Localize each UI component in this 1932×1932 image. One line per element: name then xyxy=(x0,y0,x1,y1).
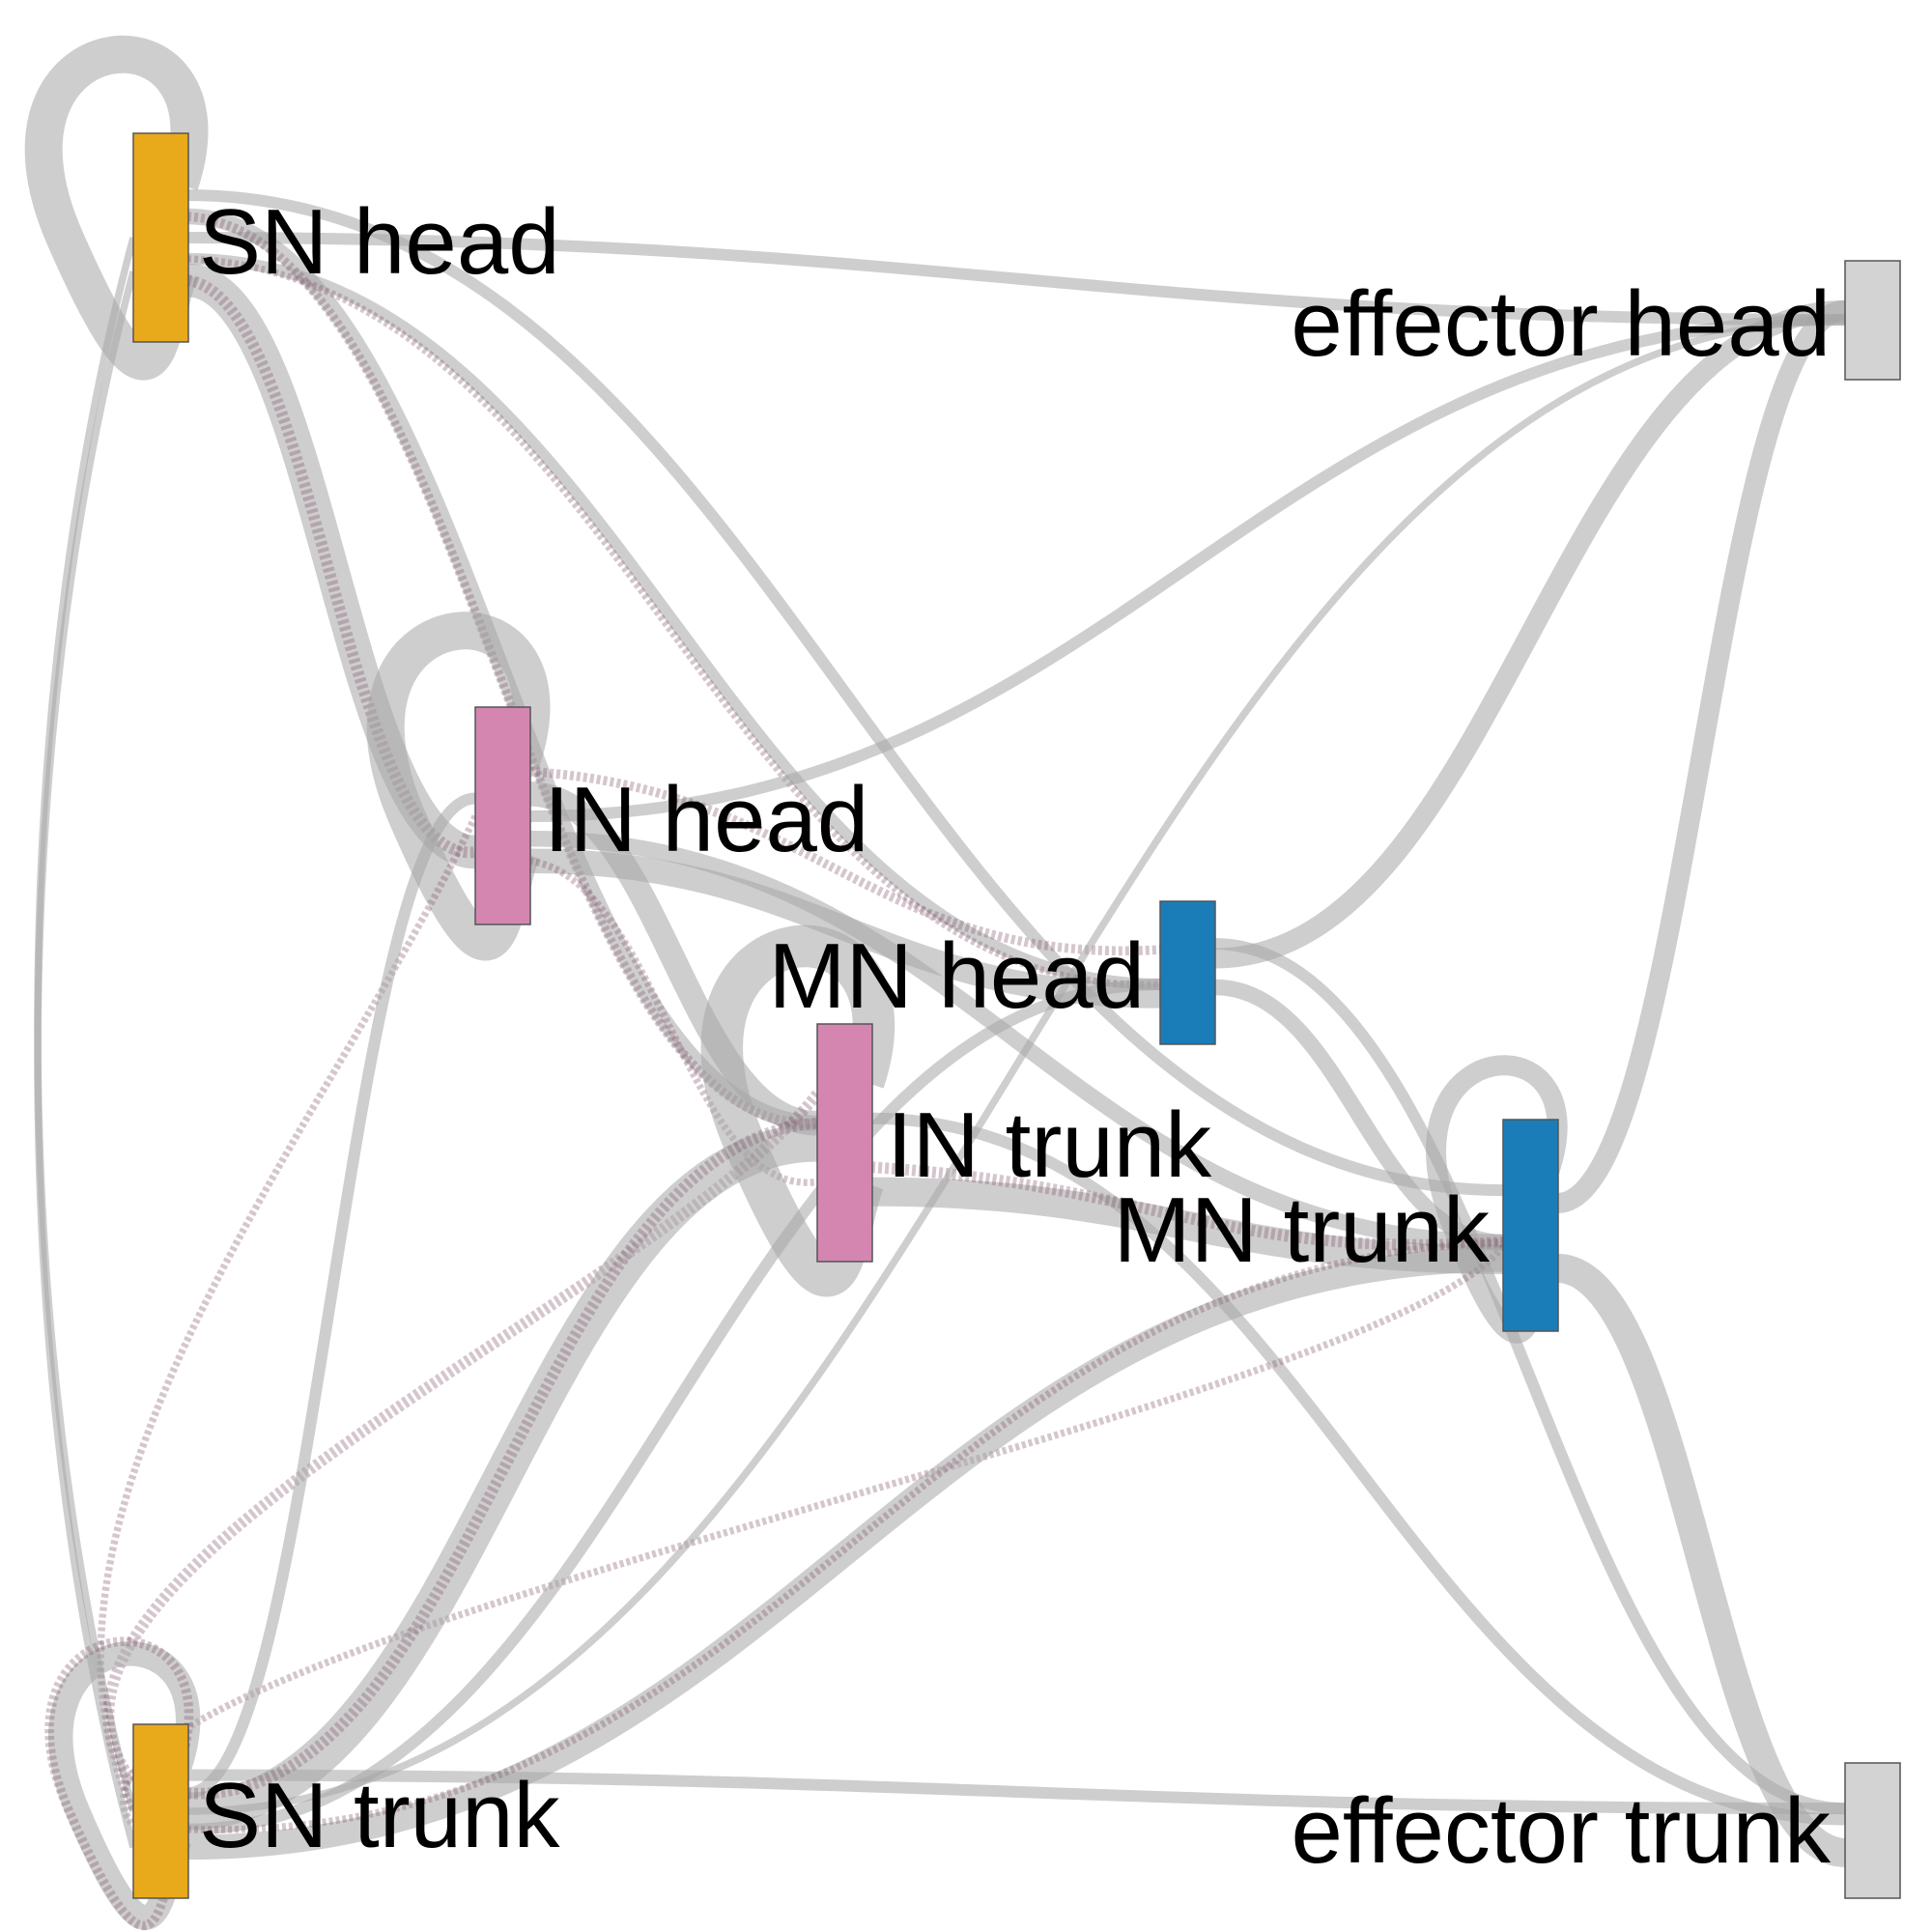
edge-sn-trunk-to-effector-trunk-excitatory xyxy=(186,1769,1846,1815)
node-sn-trunk[interactable]: SN trunk xyxy=(132,1723,560,1899)
edge-mn-head-to-effector-head-excitatory xyxy=(1213,299,1846,969)
node-layer: SN head SN trunk IN head IN trunk MN hea… xyxy=(132,132,1901,1899)
node-sn-head[interactable]: SN head xyxy=(132,132,560,343)
edge-sn-trunk-to-mn-trunk-inhibitory xyxy=(186,1238,1504,1833)
effector-head-label: effector head xyxy=(1291,272,1831,376)
edge-sn-trunk-to-sn-trunk-excitatory xyxy=(47,1641,201,1930)
in-head-box[interactable] xyxy=(474,706,531,925)
edge-in-trunk-to-effector-trunk-excitatory xyxy=(870,1112,1846,1826)
edge-in-trunk-to-mn-trunk-inhibitory xyxy=(870,1161,1504,1251)
edge-sn-head-to-mn-head-inhibitory xyxy=(186,255,1161,988)
mn-head-box[interactable] xyxy=(1159,900,1216,1045)
edge-mn-trunk-to-effector-head-excitatory xyxy=(1555,299,1847,1214)
edge-mn-head-to-effector-trunk-excitatory xyxy=(1213,938,1846,1815)
mn-head-label: MN head xyxy=(768,924,1145,1028)
edge-sn-trunk-to-effector-head-excitatory xyxy=(186,316,1846,1815)
sn-head-box[interactable] xyxy=(132,132,189,343)
edge-sn-trunk-to-in-head-excitatory xyxy=(186,792,476,1800)
in-trunk-box[interactable] xyxy=(816,1023,873,1263)
effector-head-box[interactable] xyxy=(1844,260,1901,381)
node-mn-trunk[interactable]: MN trunk xyxy=(1114,1119,1559,1332)
mn-trunk-box[interactable] xyxy=(1502,1119,1559,1332)
node-effector-head[interactable]: effector head xyxy=(1291,260,1901,381)
mn-trunk-label: MN trunk xyxy=(1114,1179,1491,1282)
edge-sn-head-to-mn-head-excitatory xyxy=(186,253,1161,990)
edge-sn-trunk-to-sn-trunk-inhibitory xyxy=(44,1636,194,1931)
in-trunk-label: IN trunk xyxy=(887,1094,1212,1197)
edge-in-head-to-sn-trunk-inhibitory xyxy=(97,814,479,1813)
edge-sn-head-to-mn-trunk-excitatory xyxy=(186,189,1504,1197)
edge-sn-trunk-to-mn-trunk-excitatory xyxy=(186,1247,1504,1861)
sn-head-label: SN head xyxy=(199,190,560,294)
edge-sn-trunk-to-sn-head-excitatory xyxy=(34,270,137,1849)
effector-trunk-box[interactable] xyxy=(1844,1762,1901,1899)
edge-in-head-to-effector-head-excitatory xyxy=(528,314,1846,822)
node-mn-head[interactable]: MN head xyxy=(768,900,1216,1045)
in-head-label: IN head xyxy=(544,768,868,871)
edge-in-head-to-in-trunk-excitatory xyxy=(528,781,818,1136)
node-in-trunk[interactable]: IN trunk xyxy=(816,1023,1212,1263)
sn-trunk-label: SN trunk xyxy=(199,1764,560,1867)
edge-in-head-to-mn-trunk-excitatory xyxy=(528,830,1504,1251)
edge-in-head-to-mn-head-inhibitory xyxy=(528,767,1161,956)
edge-sn-head-to-effector-head-excitatory xyxy=(186,232,1846,326)
node-effector-trunk[interactable]: effector trunk xyxy=(1291,1762,1901,1899)
edge-sn-head-to-in-head-excitatory xyxy=(185,263,478,869)
node-in-head[interactable]: IN head xyxy=(474,706,868,925)
sn-trunk-box[interactable] xyxy=(132,1723,189,1899)
edge-mn-trunk-to-effector-trunk-excitatory xyxy=(1555,1253,1847,1867)
edge-sn-trunk-to-in-trunk-inhibitory xyxy=(186,1117,818,1800)
effector-trunk-label: effector trunk xyxy=(1291,1779,1832,1883)
